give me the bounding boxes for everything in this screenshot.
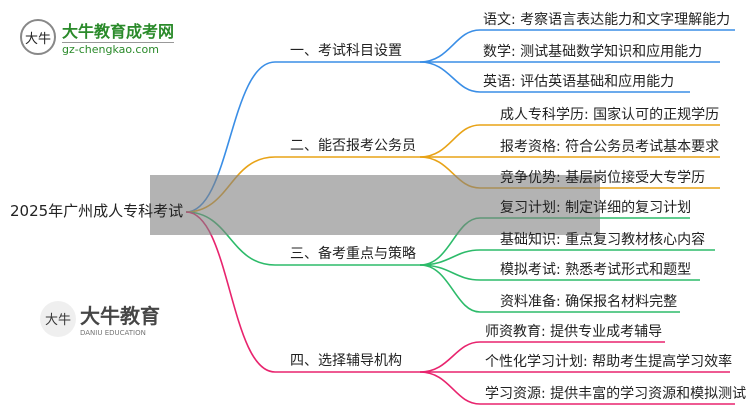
gray-overlay <box>150 175 600 235</box>
leaf: 个性化学习计划: 帮助考生提高学习效率 <box>485 354 733 370</box>
branch-3: 三、备考重点与策略 <box>290 246 416 262</box>
branch-2: 二、能否报考公务员 <box>290 138 416 154</box>
watermark-mark: 大牛 <box>40 300 76 337</box>
leaf: 竞争优势: 基层岗位接受大专学历 <box>500 170 706 186</box>
leaf: 模拟考试: 熟悉考试形式和题型 <box>500 262 692 278</box>
leaf: 成人专科学历: 国家认可的正规学历 <box>500 107 720 123</box>
leaf: 数学: 测试基础数学知识和应用能力 <box>483 44 703 60</box>
leaf: 师资教育: 提供专业成考辅导 <box>485 324 663 340</box>
logo-name: 大牛教育成考网 <box>62 22 175 41</box>
leaf: 资料准备: 确保报名材料完整 <box>500 294 678 310</box>
leaf: 报考资格: 符合公务员考试基本要求 <box>500 139 720 155</box>
branch-1: 一、考试科目设置 <box>290 43 402 59</box>
branch-4: 四、选择辅导机构 <box>290 353 402 369</box>
watermark-name: 大牛教育 <box>80 304 160 328</box>
leaf: 语文: 考察语言表达能力和文字理解能力 <box>483 12 731 28</box>
leaf: 学习资源: 提供丰富的学习资源和模拟测试 <box>485 386 747 402</box>
watermark-sub: DANIU EDUCATION <box>80 329 146 337</box>
logo-url: gz-chengkao.com <box>62 42 175 56</box>
root-node: 2025年广州成人专科考试 <box>10 202 184 220</box>
leaf: 英语: 评估英语基础和应用能力 <box>483 74 675 90</box>
logo-mark: 大牛 <box>20 19 56 55</box>
leaf: 基础知识: 重点复习教材核心内容 <box>500 232 706 248</box>
leaf: 复习计划: 制定详细的复习计划 <box>500 200 692 216</box>
